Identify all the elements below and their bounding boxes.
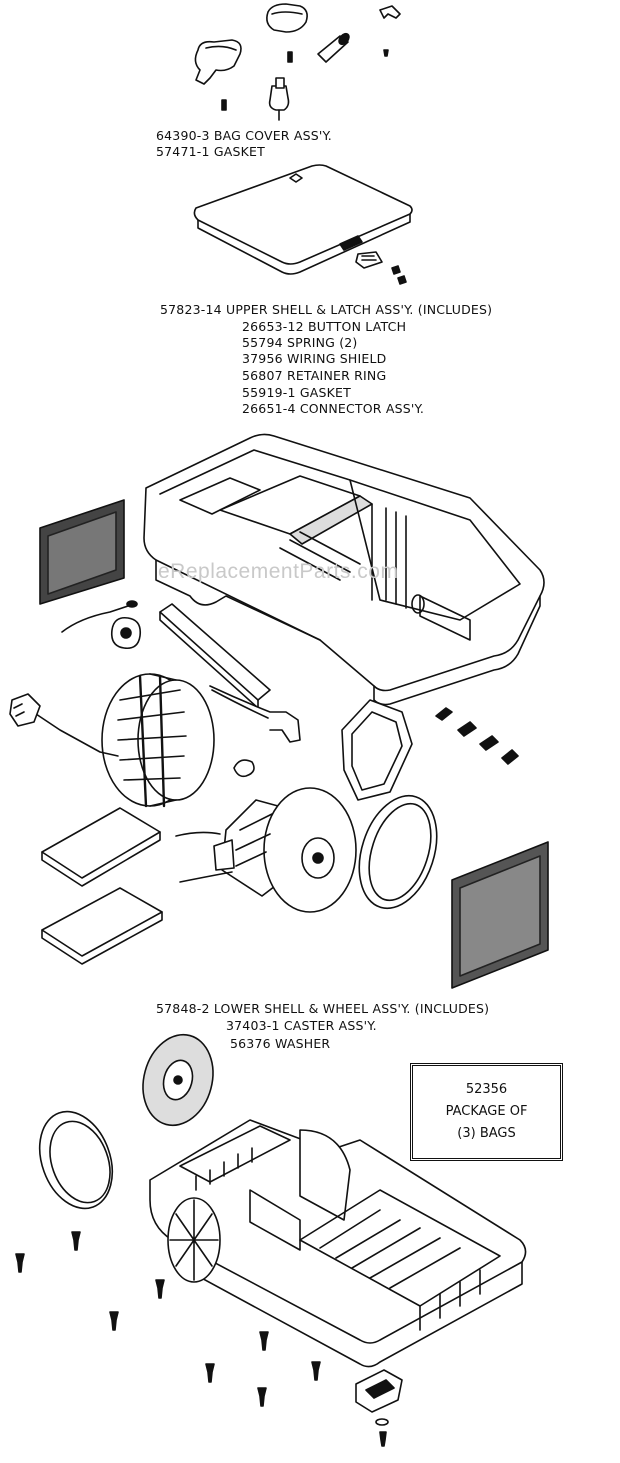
include-description: BUTTON LATCH [307,319,407,334]
cylinder-rod-part [317,32,350,63]
upper-include-5: 55919-1 GASKET [242,385,351,401]
small-screw-top [383,49,389,57]
lower-include-1: 37403-1 CASTER ASS'Y. [226,1018,377,1034]
watermark-text: eReplacementParts.com [158,560,399,583]
include-part-number: 26653-12 [242,319,304,334]
lower-shell-part-number: 57848-2 [156,1001,210,1016]
lower-shell-drawing [149,1119,527,1368]
seal-strip-part [159,603,271,709]
upper-include-2: 55794 SPRING (2) [242,335,358,351]
connector-terminals-part [435,707,519,765]
bag-cover-label: 64390-3 BAG COVER ASS'Y. [156,128,332,144]
connector-post-part [268,77,290,121]
left-filter-drawing [39,499,125,605]
motor-ring-drawing [358,794,438,910]
latch-button-part [266,3,308,33]
package-line-2: (3) BAGS [457,1126,516,1141]
package-part-number: 52356 [465,1082,508,1097]
right-filter-drawing [451,841,549,989]
small-pin-part [287,51,293,63]
wheel-disc-drawing [38,1110,114,1210]
include-part-number: 56376 [230,1036,271,1051]
lower-shell-description: LOWER SHELL & WHEEL ASS'Y. (INCLUDES) [213,1001,490,1016]
upper-include-6: 26651-4 CONNECTOR ASS'Y. [242,401,424,417]
springs-part [391,265,407,285]
include-part-number: 55919-1 [242,385,296,400]
include-description: SPRING (2) [286,335,358,350]
caster-assembly-drawing [355,1369,403,1426]
include-description: GASKET [299,385,351,400]
small-pin-left [221,99,227,111]
bag-cover-part-number: 64390-3 [156,128,210,143]
upper-include-3: 37956 WIRING SHIELD [242,351,387,367]
screws-group [15,1231,387,1447]
include-part-number: 37956 [242,351,283,366]
lower-shell-label: 57848-2 LOWER SHELL & WHEEL ASS'Y. (INCL… [156,1001,489,1017]
include-part-number: 55794 [242,335,283,350]
upper-shell-part-number: 57823-14 [160,302,222,317]
include-part-number: 37403-1 [226,1018,280,1033]
bag-package-box: 52356 PACKAGE OF (3) BAGS [410,1063,563,1161]
caster-wheel-drawing [142,1033,214,1127]
bag-cover-drawing [193,164,413,275]
include-description: WIRING SHIELD [286,351,387,366]
gasket-part-number: 57471-1 [156,144,210,159]
upper-include-4: 56807 RETAINER RING [242,368,386,384]
include-description: CONNECTOR ASS'Y. [299,401,424,416]
package-line-1: PACKAGE OF [445,1104,528,1119]
lower-include-2: 56376 WASHER [230,1036,330,1052]
latch-block-part [355,251,383,269]
include-part-number: 26651-4 [242,401,296,416]
motor-gasket-frame [341,699,413,801]
grommet-part [110,616,142,650]
wiring-shield-part [209,685,301,743]
clip-part [379,5,401,19]
include-part-number: 56807 [242,368,283,383]
wire-lead-part [61,600,138,633]
gasket-description: GASKET [213,144,265,159]
pivot-latch-part [194,39,242,85]
include-description: RETAINER RING [286,368,387,383]
bag-cover-description: BAG COVER ASS'Y. [213,128,332,143]
include-description: WASHER [274,1036,331,1051]
pre-filter-pad-2 [41,887,163,965]
gasket-label: 57471-1 GASKET [156,144,265,160]
upper-include-1: 26653-12 BUTTON LATCH [242,319,406,335]
retainer-ring-part [233,759,255,778]
pre-filter-pad-1 [41,807,161,887]
motor-drawing [175,787,357,913]
upper-shell-description: UPPER SHELL & LATCH ASS'Y. (INCLUDES) [225,302,493,317]
upper-shell-drawing [143,433,545,706]
cord-reel-drawing [9,673,215,808]
upper-shell-label: 57823-14 UPPER SHELL & LATCH ASS'Y. (INC… [160,302,492,318]
include-description: CASTER ASS'Y. [283,1018,377,1033]
